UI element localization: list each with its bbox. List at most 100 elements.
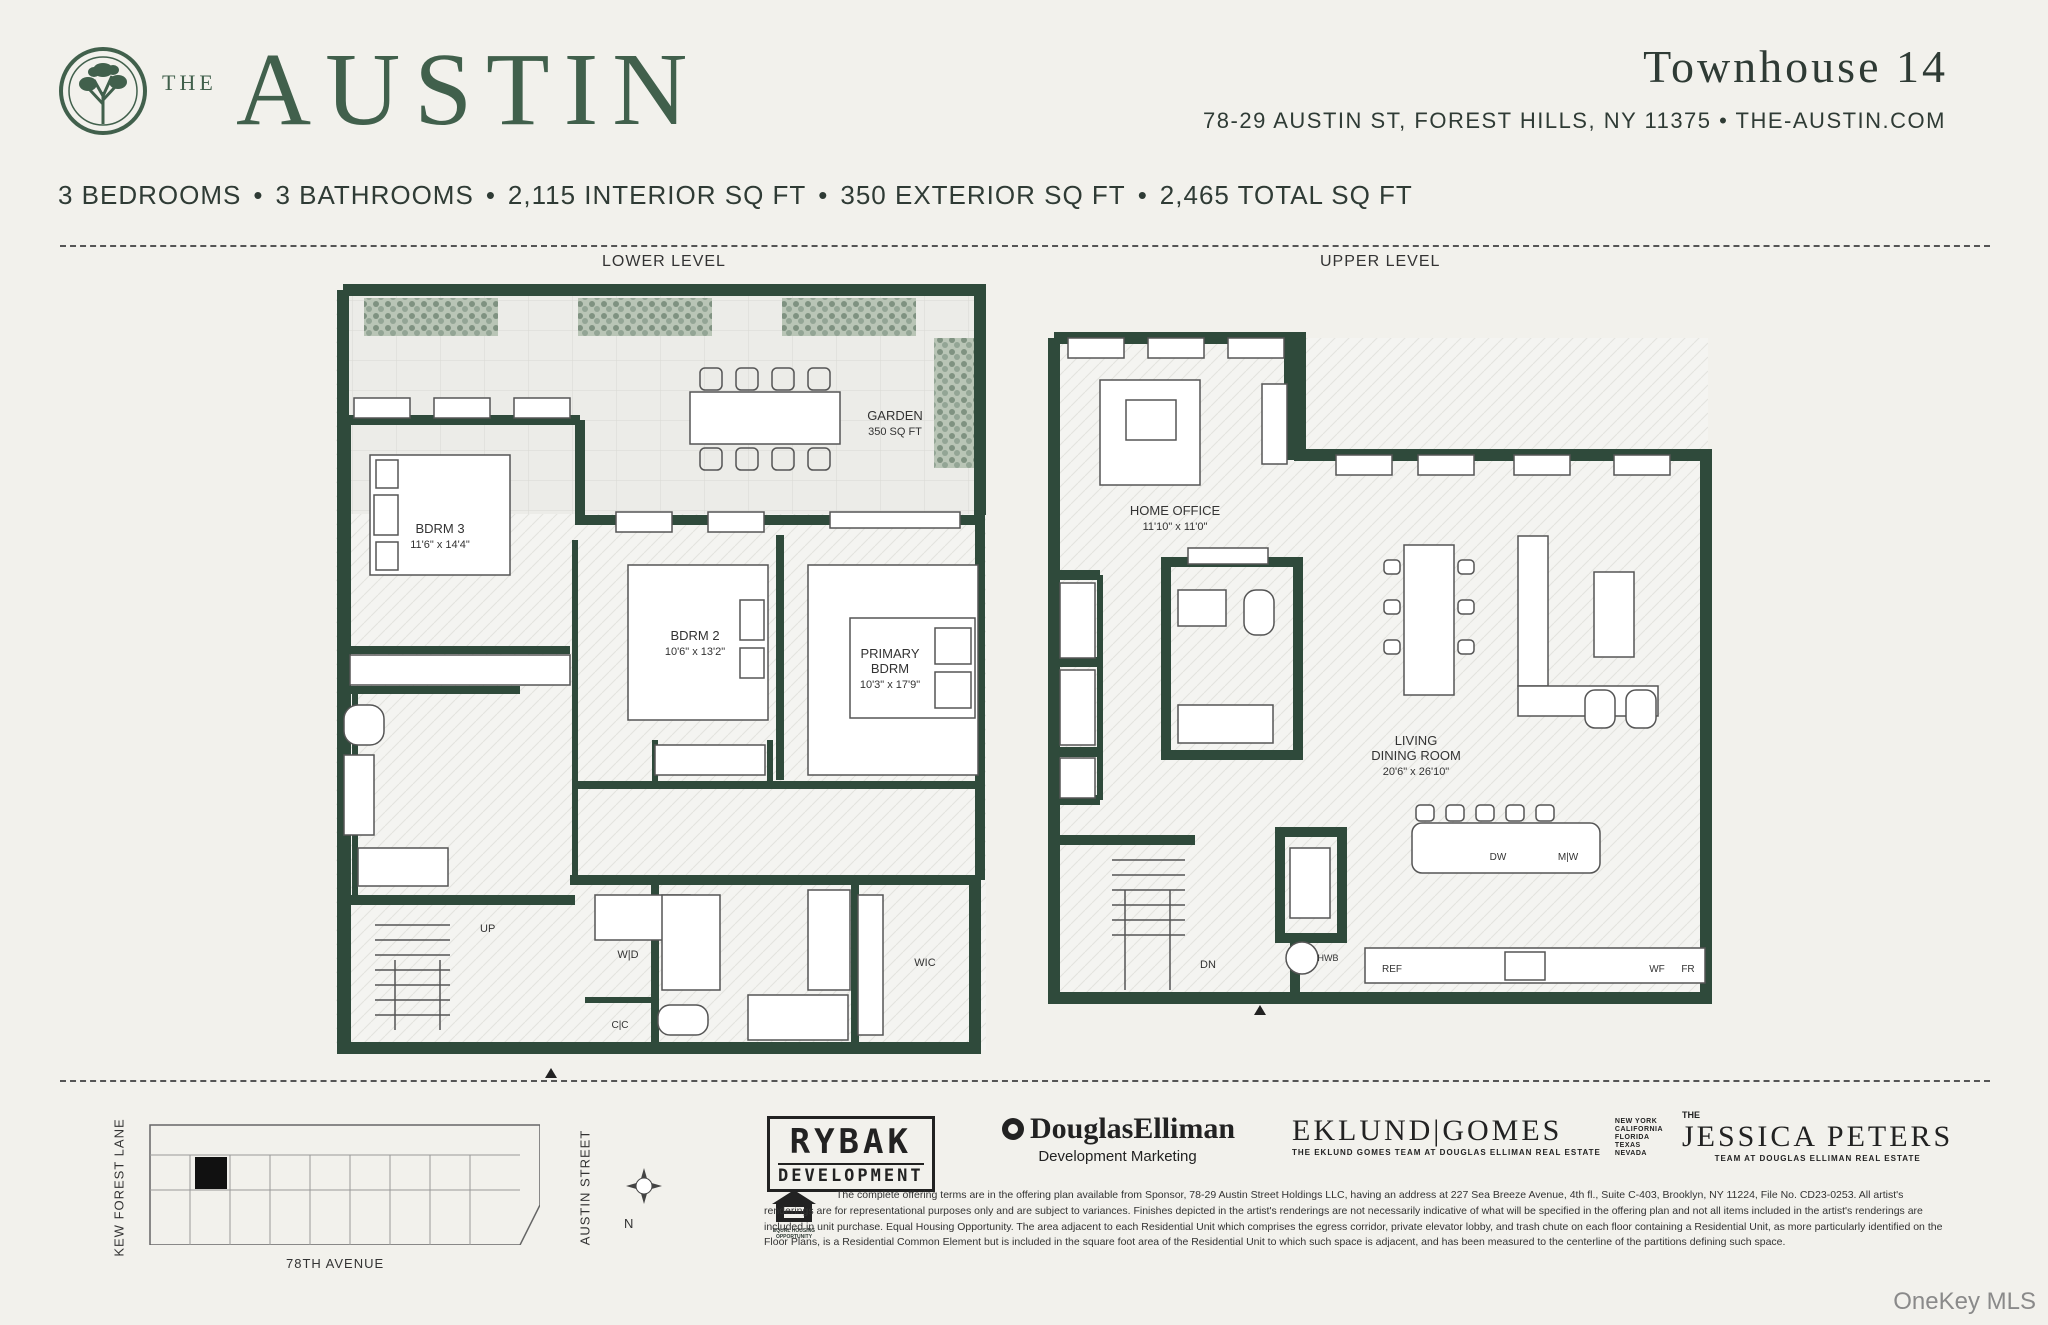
- living-label-1: LIVING: [1395, 733, 1438, 748]
- fixture-dw-label: DW: [1490, 852, 1507, 863]
- bottom-divider: [60, 1080, 1990, 1082]
- eg-state: NEVADA: [1614, 1150, 1647, 1158]
- living-label-2: DINING ROOM: [1371, 748, 1461, 763]
- rybak-sub: DEVELOPMENT: [778, 1163, 924, 1185]
- bdrm3-dim: 11'6" x 14'4": [410, 539, 470, 551]
- garden-hedge: [934, 338, 974, 468]
- stat-total: 2,465 TOTAL SQ FT: [1159, 180, 1413, 210]
- fixture-wf-label: WF: [1649, 964, 1665, 975]
- lower-bath-fixtures: [343, 704, 851, 1041]
- upper-closets: [1059, 582, 1331, 919]
- fixture-wic-label: WIC: [914, 957, 935, 969]
- upper-level-label: UPPER LEVEL: [1320, 253, 1441, 270]
- upper-windows: [1067, 337, 1671, 476]
- bdrm2-dim: 10'6" x 13'2": [665, 646, 725, 658]
- site-left-street: KEW FOREST LANE: [111, 1118, 127, 1257]
- fixture-cc-label: C|C: [611, 1020, 628, 1031]
- eg-name: EKLUND|GOMES: [1292, 1114, 1563, 1147]
- compass-north: N: [624, 1216, 635, 1231]
- kitchen-counter: [1285, 941, 1706, 984]
- entry-arrow-icon: [545, 1068, 557, 1078]
- fixture-wd-label: W|D: [617, 949, 638, 961]
- jp-the: THE: [1682, 1110, 1700, 1120]
- eg-state: CALIFORNIA: [1614, 1126, 1664, 1134]
- rybak-logo: RYBAK DEVELOPMENT: [767, 1116, 935, 1192]
- site-bottom-street: 78TH AVENUE: [286, 1256, 385, 1271]
- jp-sub: TEAM AT DOUGLAS ELLIMAN REAL ESTATE: [1714, 1154, 1921, 1163]
- de-name: DouglasElliman: [1030, 1112, 1236, 1145]
- office-furniture: [1099, 379, 1288, 486]
- disclaimer: The complete offering terms are in the o…: [764, 1189, 1943, 1249]
- lower-level-plan: UP GARDEN 350 SQ FT BDRM 3 11'6" x 14'4"…: [336, 284, 986, 1078]
- top-divider: [60, 245, 1990, 247]
- eg-sub: THE EKLUND GOMES TEAM AT DOUGLAS ELLIMAN…: [1292, 1148, 1601, 1157]
- primary-label-1: PRIMARY: [861, 646, 920, 661]
- equal-housing-logo: EQUAL HOUSING OPPORTUNITY: [768, 1188, 820, 1240]
- unit-address: 78-29 AUSTIN ST, FOREST HILLS, NY 11375 …: [1203, 108, 1946, 133]
- site-right-street: AUSTIN STREET: [577, 1129, 593, 1246]
- de-icon: [1002, 1118, 1024, 1140]
- bed-bdrm3: [369, 454, 511, 576]
- eg-state: NEW YORK: [1614, 1118, 1658, 1125]
- fixture-dn-label: DN: [1200, 959, 1216, 971]
- fixture-mw-label: M|W: [1558, 852, 1579, 863]
- fixture-fr-label: FR: [1681, 964, 1694, 975]
- bdrm3-label: BDRM 3: [415, 521, 464, 536]
- fixture-hwb-label: HWB: [1318, 953, 1339, 963]
- jp-name: JESSICA PETERS: [1682, 1120, 1954, 1153]
- site-map-highlight: [195, 1157, 227, 1189]
- entry-arrow-icon: [1254, 1005, 1266, 1015]
- eg-states: NEW YORK CALIFORNIA FLORIDA TEXAS NEVADA: [1615, 1114, 1663, 1158]
- fixture-up-label: UP: [480, 923, 495, 935]
- upper-bath-fixtures: [1177, 547, 1275, 744]
- home-office-label: HOME OFFICE: [1130, 503, 1221, 518]
- equal-housing-text: EQUAL HOUSING OPPORTUNITY: [772, 1228, 816, 1240]
- lower-level-label: LOWER LEVEL: [602, 253, 726, 270]
- unit-stats: 3 BEDROOMS•3 BATHROOMS•2,115 INTERIOR SQ…: [58, 180, 1413, 211]
- garden-hedge: [782, 298, 916, 336]
- jessica-peters-logo: THE JESSICA PETERS TEAM AT DOUGLAS ELLIM…: [1682, 1110, 1953, 1163]
- fixture-ref-label: REF: [1382, 964, 1402, 975]
- garden-dim: 350 SQ FT: [868, 426, 922, 438]
- watermark: OneKey MLS: [1893, 1288, 2036, 1315]
- stat-interior: 2,115 INTERIOR SQ FT: [507, 180, 807, 210]
- lower-windows: [353, 397, 961, 533]
- primary-label-2: BDRM: [871, 661, 909, 676]
- living-dim: 20'6" x 26'10": [1383, 766, 1450, 778]
- logo-austin: AUSTIN: [236, 32, 702, 147]
- unit-title: Townhouse 14: [1643, 41, 1948, 92]
- stat-bedrooms: 3 BEDROOMS: [58, 180, 242, 210]
- upper-level-plan: HOME OFFICE 11'10" x 11'0" LIVING DINING…: [1048, 332, 1712, 1015]
- tree-icon: [59, 47, 147, 135]
- logo: THE AUSTIN: [58, 38, 687, 142]
- logo-the: THE: [162, 70, 217, 95]
- garden-hedge: [364, 298, 498, 336]
- douglas-elliman-logo: DouglasElliman Development Marketing: [1000, 1112, 1235, 1165]
- garden-label: GARDEN: [867, 408, 923, 423]
- eklund-gomes-logo: EKLUND|GOMES THE EKLUND GOMES TEAM AT DO…: [1292, 1114, 1663, 1158]
- bdrm2-label: BDRM 2: [670, 628, 719, 643]
- stat-separator: •: [818, 180, 829, 210]
- bed-primary: [807, 564, 979, 776]
- living-furniture: [1383, 535, 1659, 874]
- rybak-name: RYBAK: [789, 1122, 912, 1162]
- stat-exterior: 350 EXTERIOR SQ FT: [840, 180, 1126, 210]
- upper-stairs: [1112, 859, 1185, 990]
- home-office-dim: 11'10" x 11'0": [1143, 521, 1208, 533]
- compass-icon: [626, 1168, 662, 1204]
- primary-dim: 10'3" x 17'9": [860, 679, 920, 691]
- site-map: [149, 1124, 540, 1245]
- eg-state: TEXAS: [1614, 1142, 1641, 1150]
- garden-hedge: [578, 298, 712, 336]
- lower-stairs: [375, 924, 450, 1030]
- eg-state: FLORIDA: [1614, 1134, 1650, 1142]
- stat-separator: •: [253, 180, 264, 210]
- equal-housing-icon: [772, 1190, 816, 1222]
- bed-bdrm2: [627, 564, 769, 721]
- garden-dining-table: [689, 367, 841, 471]
- lower-closets: [349, 654, 884, 1036]
- stat-separator: •: [485, 180, 496, 210]
- stat-separator: •: [1137, 180, 1148, 210]
- de-sub: Development Marketing: [1038, 1148, 1197, 1165]
